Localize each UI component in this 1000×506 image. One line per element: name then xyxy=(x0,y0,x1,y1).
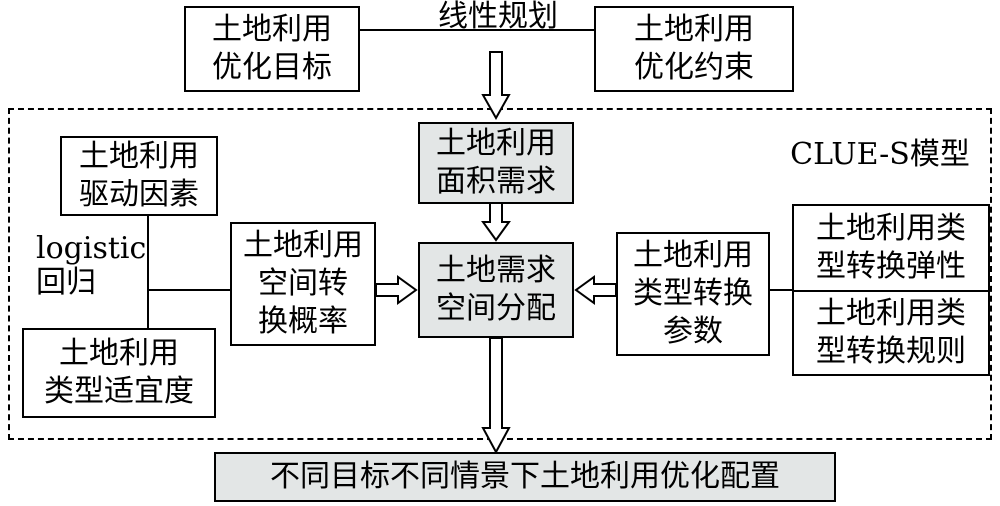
linear-programming-label: 线性规划 xyxy=(438,0,558,34)
conversion-rules-box: 土地利用类 型转换规则 xyxy=(792,290,990,376)
optimization-objective-box: 土地利用 优化目标 xyxy=(184,6,360,92)
arrow-prob-to-allocation xyxy=(375,275,418,305)
transition-probability-box: 土地利用 空间转 换概率 xyxy=(230,222,376,346)
driving-factors-box: 土地利用 驱动因素 xyxy=(60,136,218,216)
arrow-lp-to-demand xyxy=(481,51,511,121)
arrow-allocation-to-result xyxy=(481,337,511,455)
clue-s-model-label: CLUE-S模型 xyxy=(790,137,970,172)
logistic-regression-label: logistic 回归 xyxy=(36,231,147,300)
spatial-allocation-box: 土地需求 空间分配 xyxy=(418,242,574,338)
optimization-constraint-box: 土地利用 优化约束 xyxy=(594,6,794,92)
optimization-result-box: 不同目标不同情景下土地利用优化配置 xyxy=(214,452,836,502)
elasticity-box: 土地利用类 型转换弹性 xyxy=(792,204,990,292)
arrow-demand-to-allocation xyxy=(481,202,511,242)
suitability-box: 土地利用 类型适宜度 xyxy=(22,328,216,418)
area-demand-box: 土地利用 面积需求 xyxy=(418,122,574,204)
conversion-parameters-box: 土地利用 类型转换 参数 xyxy=(616,232,770,356)
arrow-params-to-allocation xyxy=(574,275,617,305)
